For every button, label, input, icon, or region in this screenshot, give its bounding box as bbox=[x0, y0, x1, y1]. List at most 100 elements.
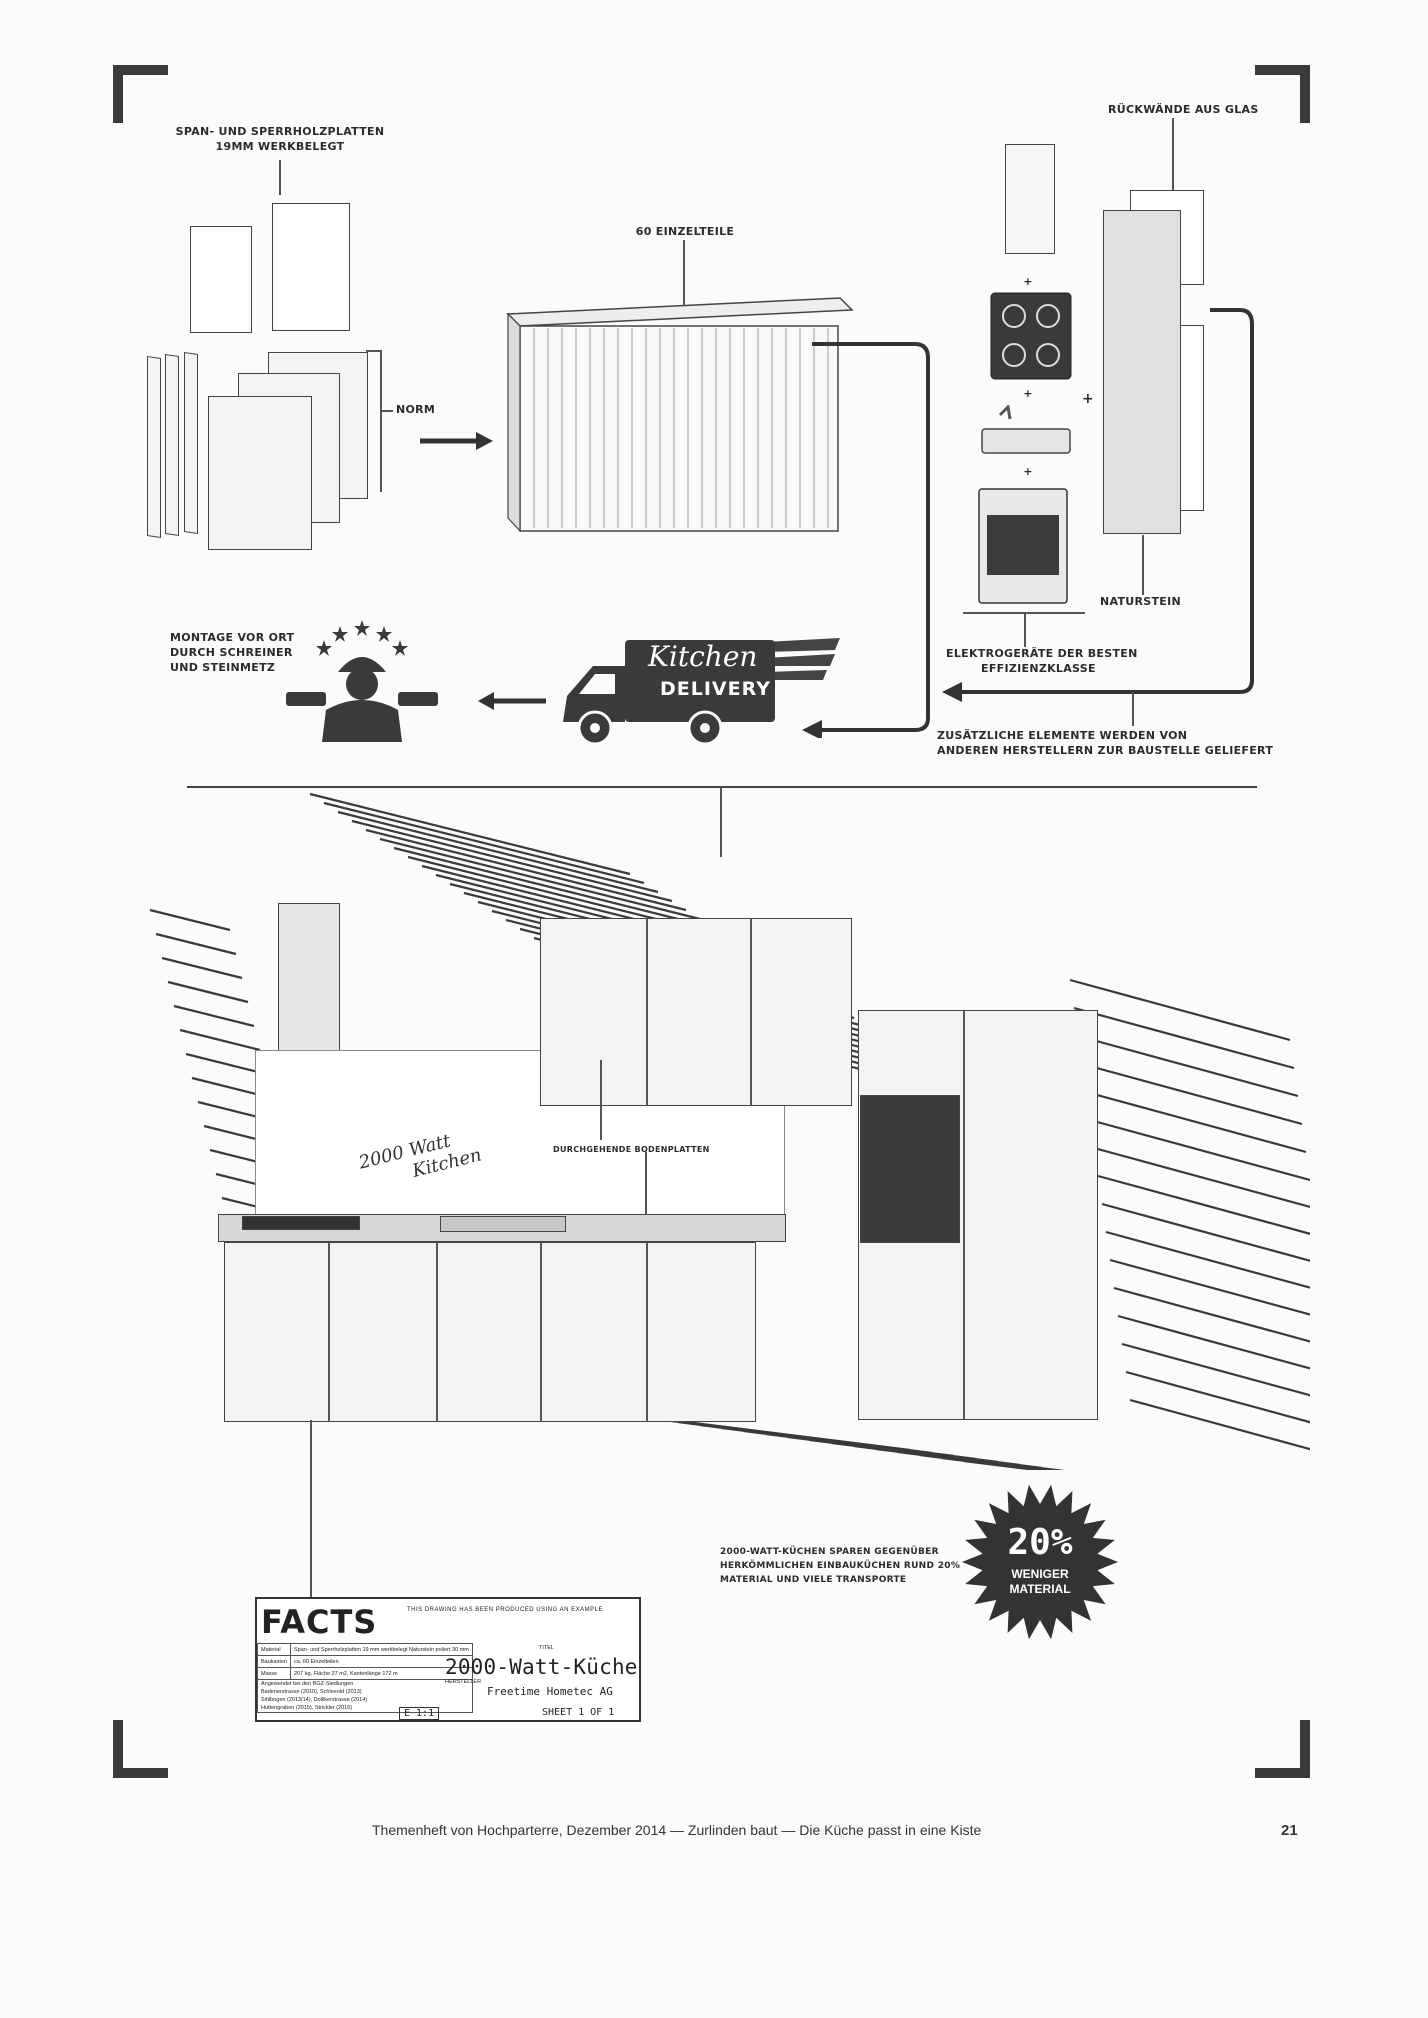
speed-line bbox=[963, 1459, 1045, 1470]
cabinet-divider bbox=[436, 1242, 438, 1422]
facts-note: THIS DRAWING HAS BEEN PRODUCED USING AN … bbox=[407, 1607, 603, 1613]
hood-appliance bbox=[1005, 144, 1055, 254]
speed-line bbox=[173, 1004, 255, 1028]
facts-applied: Sihlbogen (2013/14), Dollikerstrasse (20… bbox=[261, 1697, 368, 1703]
norm-label: NORM bbox=[396, 403, 436, 416]
stone-label: NATURSTEIN bbox=[1100, 595, 1182, 608]
arrow-left-icon bbox=[478, 692, 546, 710]
section-divider-stem bbox=[720, 787, 722, 857]
connector-line bbox=[802, 342, 930, 738]
saving-label-line1: 2000-WATT-KÜCHEN SPAREN GEGENÜBER bbox=[720, 1547, 939, 1557]
speed-line bbox=[149, 908, 231, 932]
crop-mark-top-left bbox=[113, 65, 168, 75]
speed-line bbox=[1093, 1146, 1310, 1209]
badge-percent: 20% bbox=[1007, 1522, 1073, 1563]
speed-line bbox=[323, 801, 645, 885]
board-panel bbox=[272, 203, 350, 331]
speed-line bbox=[1125, 1370, 1310, 1424]
footer-text: Themenheft von Hochparterre, Dezember 20… bbox=[372, 1822, 982, 1838]
starburst-badge bbox=[962, 1484, 1118, 1640]
plus-sign: + bbox=[1023, 387, 1033, 400]
speed-line bbox=[1069, 978, 1291, 1042]
facts-applied: Badenerstrasse (2010), Schleeoid (2013) bbox=[261, 1689, 362, 1695]
norm-leader bbox=[381, 410, 393, 412]
parts-label: 60 EINZELTEILE bbox=[635, 225, 735, 238]
crop-mark-top-left bbox=[113, 65, 123, 123]
extractor-hood bbox=[278, 903, 340, 1065]
appliance-leader bbox=[1024, 613, 1026, 647]
extra-label: ZUSÄTZLICHE ELEMENTE WERDEN VON ANDEREN … bbox=[937, 728, 1273, 758]
facts-key: Baukasten bbox=[257, 1655, 291, 1668]
board-panel bbox=[190, 226, 252, 333]
speed-line bbox=[309, 792, 631, 876]
speed-line bbox=[161, 956, 243, 980]
speed-line bbox=[185, 1052, 267, 1076]
speed-line bbox=[1113, 1286, 1310, 1343]
glass-leader bbox=[1172, 118, 1174, 208]
facts-scale: E 1:1 bbox=[399, 1707, 440, 1720]
connector-line bbox=[942, 308, 1254, 702]
cabinet-divider bbox=[963, 1010, 965, 1420]
facts-key: Material bbox=[257, 1643, 291, 1656]
plus-sign: + bbox=[1081, 391, 1095, 407]
appliances-label-line2: EFFIZIENZKLASSE bbox=[981, 662, 1096, 675]
sink bbox=[440, 1216, 566, 1232]
facts-maker: Freetime Hometec AG bbox=[487, 1685, 613, 1698]
baseplates-leader bbox=[600, 1060, 602, 1140]
speed-line bbox=[1117, 1314, 1310, 1370]
speed-line bbox=[1073, 1006, 1295, 1070]
cabinet-divider bbox=[328, 1242, 330, 1422]
glass-label: RÜCKWÄNDE AUS GLAS bbox=[1108, 103, 1259, 116]
speed-line bbox=[1109, 1258, 1310, 1316]
facts-title-key: TITEL bbox=[539, 1645, 554, 1651]
crop-mark-bottom-left bbox=[113, 1768, 168, 1778]
speed-line bbox=[393, 846, 715, 930]
badge-line2: WENIGER bbox=[1011, 1567, 1069, 1581]
crop-mark-top-right bbox=[1300, 65, 1310, 123]
assembly-label-line2: DURCH SCHREINER bbox=[170, 646, 293, 659]
norm-bracket bbox=[380, 350, 382, 492]
truck-brand-delivery: DELIVERY bbox=[660, 678, 771, 700]
board-edge bbox=[147, 356, 161, 538]
facts-leader bbox=[310, 1420, 312, 1598]
upper-cabinet bbox=[540, 918, 852, 1106]
crate-of-parts bbox=[506, 297, 854, 533]
cooktop bbox=[242, 1216, 360, 1230]
speed-line bbox=[365, 828, 687, 912]
speed-line bbox=[351, 819, 673, 903]
boards-leader-line bbox=[279, 160, 281, 195]
facts-heading: FACTS bbox=[261, 1603, 378, 1641]
facts-sheet: SHEET 1 OF 1 bbox=[542, 1707, 615, 1718]
facts-key: Masse bbox=[257, 1667, 291, 1680]
board-edge bbox=[165, 354, 179, 536]
delivery-truck-icon bbox=[563, 638, 840, 746]
speed-line bbox=[1085, 1090, 1307, 1154]
assembly-label: MONTAGE VOR ORT DURCH SCHREINER UND STEI… bbox=[170, 630, 294, 675]
board-panel bbox=[208, 396, 312, 550]
baseplates-label: DURCHGEHENDE BODENPLATTEN bbox=[553, 1145, 710, 1154]
parts-leader bbox=[683, 240, 685, 312]
page-footer: Themenheft von Hochparterre, Dezember 20… bbox=[0, 1822, 1428, 1842]
built-in-oven bbox=[860, 1095, 960, 1243]
assembly-label-line3: UND STEINMETZ bbox=[170, 661, 276, 674]
cabinet-divider bbox=[540, 1242, 542, 1422]
speed-line bbox=[1121, 1342, 1310, 1397]
speed-line bbox=[1129, 1398, 1310, 1451]
speed-line bbox=[155, 932, 237, 956]
speed-line bbox=[167, 980, 249, 1004]
sink-appliance bbox=[981, 405, 1071, 454]
boards-label-line1: SPAN- UND SPERRHOLZPLATTEN bbox=[175, 125, 385, 138]
saving-label-line2: HERKÖMMLICHEN EINBAUKÜCHEN RUND 20% bbox=[720, 1561, 961, 1571]
base-cabinet bbox=[224, 1242, 756, 1422]
saving-label: 2000-WATT-KÜCHEN SPAREN GEGENÜBER HERKÖM… bbox=[720, 1545, 960, 1587]
speed-line bbox=[179, 1028, 261, 1052]
board-edge bbox=[184, 352, 198, 534]
oven-appliance bbox=[978, 488, 1068, 604]
speed-line bbox=[1081, 1062, 1303, 1126]
facts-title: 2000-Watt-Küche bbox=[445, 1655, 638, 1679]
page-number: 21 bbox=[1281, 1822, 1298, 1839]
